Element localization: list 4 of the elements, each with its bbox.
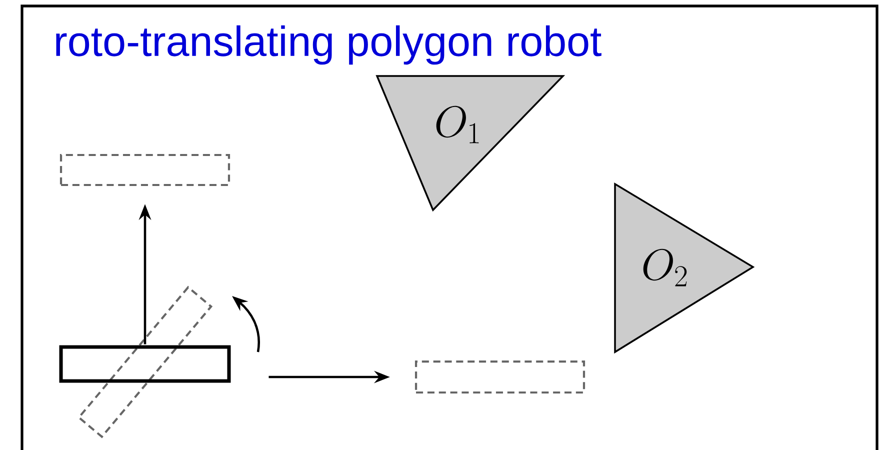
title: roto-translating polygon robot [56, 25, 602, 65]
dashed-box [414, 360, 586, 394]
dashed-box [60, 154, 230, 186]
robot-box [59, 345, 231, 383]
